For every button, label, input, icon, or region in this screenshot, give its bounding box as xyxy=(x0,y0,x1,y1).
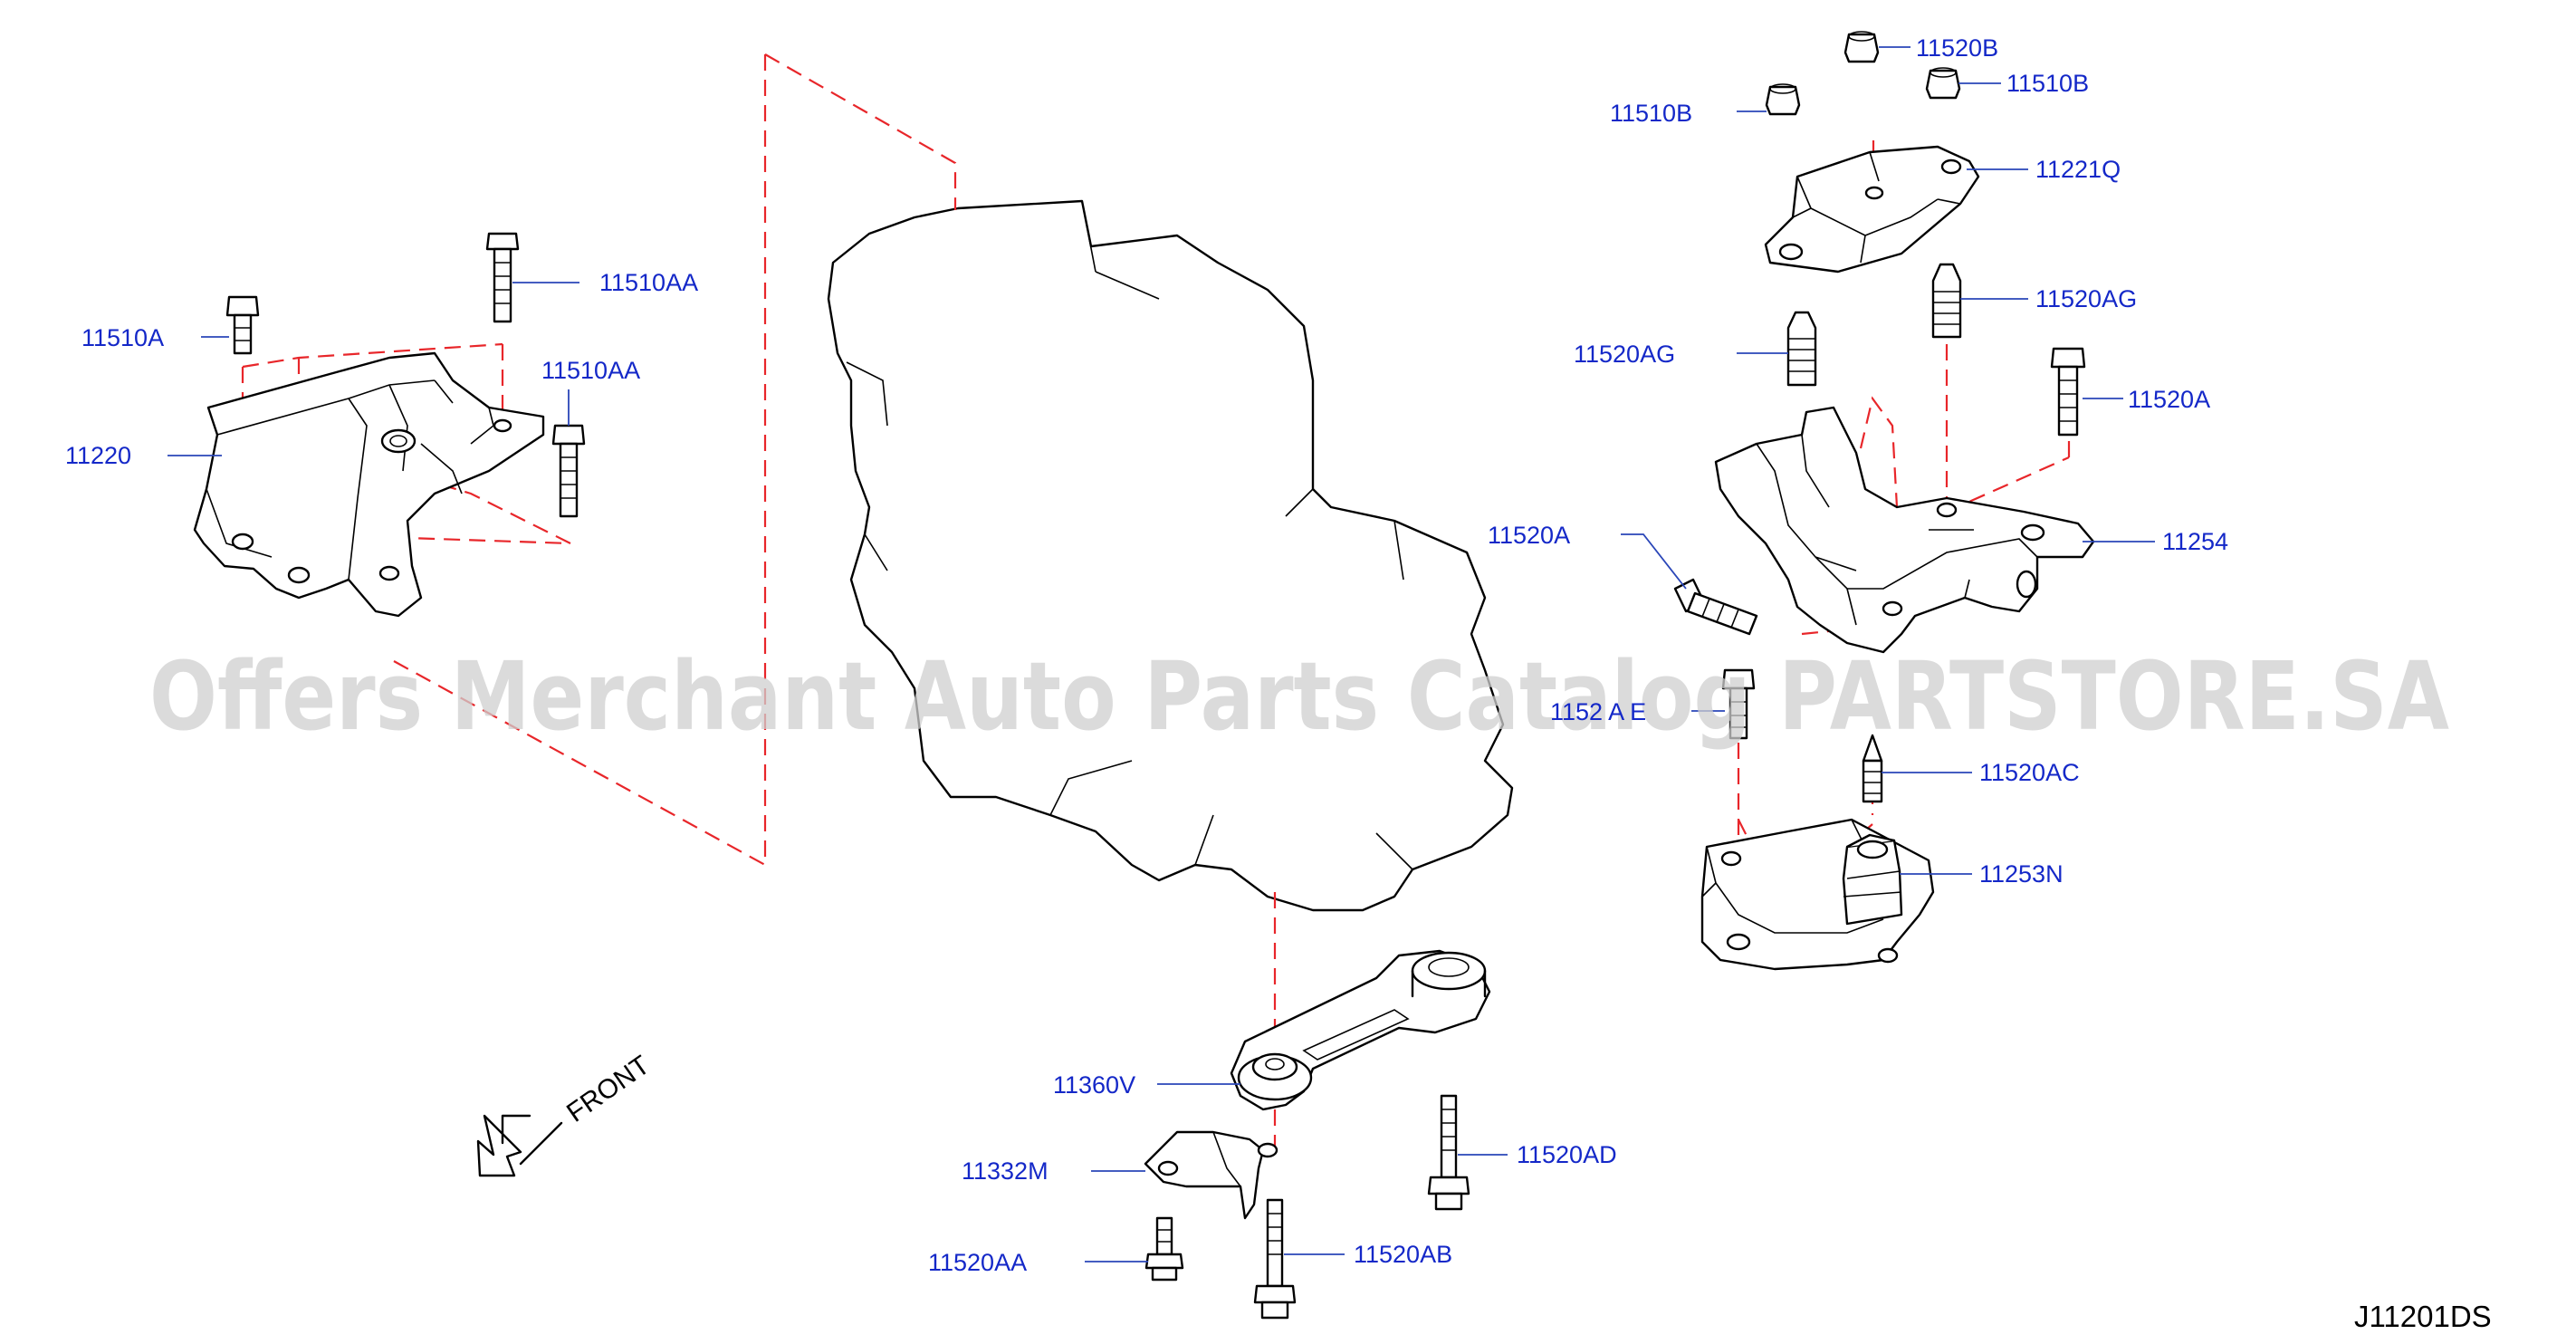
part-label-11510aa-mid[interactable]: 11510AA xyxy=(541,357,640,384)
nut-11510b-right xyxy=(1925,67,1961,100)
part-label-11520b[interactable]: 11520B xyxy=(1916,34,1998,62)
front-label: FRONT xyxy=(561,1050,656,1128)
part-label-11254[interactable]: 11254 xyxy=(2162,528,2228,555)
bolt-11510a xyxy=(225,295,260,355)
part-label-11220[interactable]: 11220 xyxy=(65,442,131,469)
bolt-11510aa-top xyxy=(485,232,520,323)
mount-bracket-11221q xyxy=(1764,145,1980,274)
part-label-11520ag-right[interactable]: 11520AG xyxy=(2035,285,2137,312)
stud-11520ag-right xyxy=(1931,263,1962,339)
bolt-11520a-top xyxy=(2050,347,2086,437)
bolt-1152-partial xyxy=(1721,668,1756,740)
part-label-11332m[interactable]: 11332M xyxy=(962,1157,1049,1185)
part-label-11520ag-left[interactable]: 11520AG xyxy=(1574,341,1675,368)
part-label-11510a[interactable]: 11510A xyxy=(81,324,164,351)
part-label-11520a-left[interactable]: 11520A xyxy=(1488,522,1570,549)
bolt-11510aa-mid xyxy=(551,424,586,518)
engine-outline xyxy=(827,199,1514,912)
part-label-1152-partial[interactable]: 1152 A E xyxy=(1550,698,1646,725)
nut-11510b-left xyxy=(1765,83,1801,116)
leader-lines xyxy=(168,46,2155,1262)
front-arrow-icon xyxy=(476,1114,563,1177)
part-label-11253n[interactable]: 11253N xyxy=(1979,860,2064,888)
part-label-11520ac[interactable]: 11520AC xyxy=(1979,759,2080,786)
part-label-11520a-top[interactable]: 11520A xyxy=(2128,386,2210,413)
part-labels: 11520B 11510B 11510B 11221Q 11520AG 1152… xyxy=(65,34,2228,1276)
engine-bracket-11254 xyxy=(1714,406,2095,654)
part-label-11520ad[interactable]: 11520AD xyxy=(1517,1141,1617,1168)
part-label-11510b-right[interactable]: 11510B xyxy=(2006,70,2089,97)
bolt-11520ad xyxy=(1427,1094,1470,1211)
bolt-11520aa-bottom xyxy=(1144,1216,1184,1282)
part-label-11520aa[interactable]: 11520AA xyxy=(928,1249,1027,1276)
stud-11520ag-left xyxy=(1786,311,1817,387)
diagram-reference-code: J11201DS xyxy=(2354,1300,2492,1333)
part-label-11510b-left[interactable]: 11510B xyxy=(1610,100,1692,127)
mount-bracket-11253n xyxy=(1700,818,1935,971)
watermark-text: Offers Merchant Auto Parts Catalog PARTS… xyxy=(149,641,2449,752)
bolt-11520a-left xyxy=(1673,578,1758,636)
part-label-11360v[interactable]: 11360V xyxy=(1053,1071,1135,1099)
part-label-11520ab[interactable]: 11520AB xyxy=(1354,1241,1452,1268)
stud-11520ac xyxy=(1862,734,1883,803)
part-label-11510aa-top[interactable]: 11510AA xyxy=(599,269,698,296)
bolt-11520ab xyxy=(1253,1198,1297,1320)
bracket-11332m xyxy=(1144,1130,1278,1220)
torque-rod-11360v xyxy=(1230,949,1491,1111)
nut-11520b xyxy=(1843,31,1880,63)
engine-mount-11220 xyxy=(193,351,545,618)
part-label-11221q[interactable]: 11221Q xyxy=(2035,156,2121,183)
